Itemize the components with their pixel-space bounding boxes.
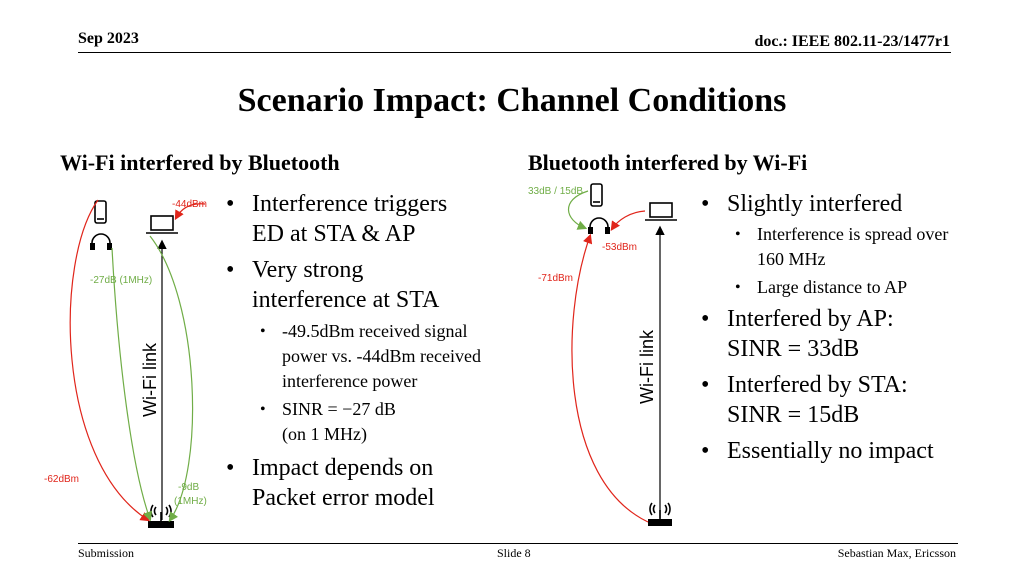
interference-arrow-ap-to-bt (571, 233, 649, 523)
left-bullet-3: Impact depends on Packet error model (222, 453, 482, 513)
left-heading: Wi-Fi interfered by Bluetooth (60, 150, 340, 175)
right-bullet-3: Interfered by STA: SINR = 15dB (697, 370, 937, 430)
laptop-icon-sta-right (645, 202, 677, 221)
green-arc-phone-to-headset (568, 190, 589, 230)
wifi-link-label-left: Wi-Fi link (140, 343, 160, 417)
laptop-icon-sta (146, 215, 178, 234)
right-bullet-1: Slightly interfered Interference is spre… (697, 189, 967, 300)
left-sub-bullet-2: SINR = −27 dB (on 1 MHz) (252, 397, 422, 447)
green-arc-sta-inner (111, 247, 153, 522)
right-bullet-list: Slightly interfered Interference is spre… (697, 189, 967, 472)
green-arc-ap (149, 235, 194, 522)
label-phone-sinr: 33dB / 15dB (528, 186, 584, 197)
label-ap-to-bt: -71dBm (538, 273, 574, 284)
label-sir-ap-line2: (1MHz) (174, 496, 207, 507)
headphones-icon (90, 233, 112, 250)
right-bullet-4: Essentially no impact (697, 436, 967, 466)
router-icon-ap (148, 504, 174, 528)
right-bullet-2: Interfered by AP: SINR = 33dB (697, 304, 917, 364)
label-bt-to-sta: -44dBm (172, 199, 208, 210)
footer-author: Sebastian Max, Ericsson (837, 546, 956, 560)
slide-title: Scenario Impact: Channel Conditions (237, 82, 787, 119)
interference-arrow-bt-to-ap (69, 199, 151, 522)
left-bullet-list: Interference triggers ED at STA & AP Ver… (222, 189, 482, 519)
wifi-link-label-right: Wi-Fi link (637, 330, 657, 404)
footer-submission: Submission (78, 546, 135, 560)
label-bt-to-ap: -62dBm (44, 474, 80, 485)
left-bullet-1: Interference triggers ED at STA & AP (222, 189, 482, 249)
left-sub-bullet-1: -49.5dBm received signal power vs. -44dB… (252, 319, 482, 394)
label-sta-to-bt: -53dBm (602, 242, 638, 253)
right-sub-bullet-2: Large distance to AP (727, 275, 967, 300)
label-sir-ap-line1: -9dB (178, 482, 200, 493)
footer-slide-number: Slide 8 (497, 546, 531, 560)
interference-arrow-sta-to-bt (610, 210, 646, 231)
header-divider (78, 52, 951, 53)
header-doc-id: doc.: IEEE 802.11-23/1477r1 (754, 33, 950, 50)
right-heading: Bluetooth interfered by Wi-Fi (528, 150, 808, 175)
interference-arrow-bt-to-sta (174, 203, 206, 221)
left-bullet-2: Very strong interference at STA -49.5dBm… (222, 255, 482, 447)
footer-divider (78, 543, 958, 544)
label-sir-sta: -27dB (1MHz) (90, 275, 153, 286)
phone-icon (94, 200, 107, 224)
phone-icon-right (590, 183, 603, 207)
right-sub-bullet-1: Interference is spread over 160 MHz (727, 222, 957, 272)
headphones-icon-right (588, 217, 610, 234)
header-date: Sep 2023 (78, 30, 139, 47)
